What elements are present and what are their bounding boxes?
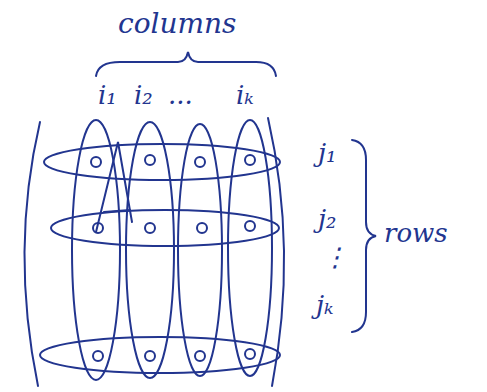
entry-dot bbox=[245, 349, 255, 359]
entry-dot bbox=[145, 223, 155, 233]
column-brace bbox=[96, 52, 276, 76]
cross-stroke bbox=[104, 210, 130, 212]
entry-dot bbox=[197, 223, 207, 233]
axis-title: rows bbox=[384, 220, 448, 246]
row-ellipse bbox=[44, 144, 280, 180]
column-index: ... bbox=[168, 82, 193, 108]
row-index: j₂ bbox=[318, 206, 336, 232]
entry-dot bbox=[145, 351, 155, 361]
row-ellipse bbox=[51, 210, 279, 246]
row-index: ⋮ bbox=[322, 244, 348, 270]
entry-dot bbox=[245, 155, 255, 165]
entry-dot bbox=[245, 221, 255, 231]
row-index: j₁ bbox=[318, 140, 336, 166]
cross-stroke bbox=[96, 142, 132, 232]
column-index: iₖ bbox=[236, 82, 254, 108]
column-ellipse bbox=[126, 122, 174, 378]
entry-dot bbox=[91, 157, 101, 167]
row-ellipse bbox=[40, 337, 280, 373]
column-ellipse bbox=[228, 120, 272, 376]
column-index: i₁ bbox=[98, 82, 117, 108]
entry-dot bbox=[195, 351, 205, 361]
row-index: jₖ bbox=[316, 292, 334, 318]
axis-title: columns bbox=[118, 10, 236, 38]
entry-dot bbox=[195, 157, 205, 167]
column-index: i₂ bbox=[134, 82, 153, 108]
left-paren bbox=[24, 122, 40, 386]
entry-dot bbox=[145, 155, 155, 165]
row-brace bbox=[352, 140, 376, 332]
entry-dot bbox=[93, 351, 103, 361]
entry-dot bbox=[93, 223, 103, 233]
